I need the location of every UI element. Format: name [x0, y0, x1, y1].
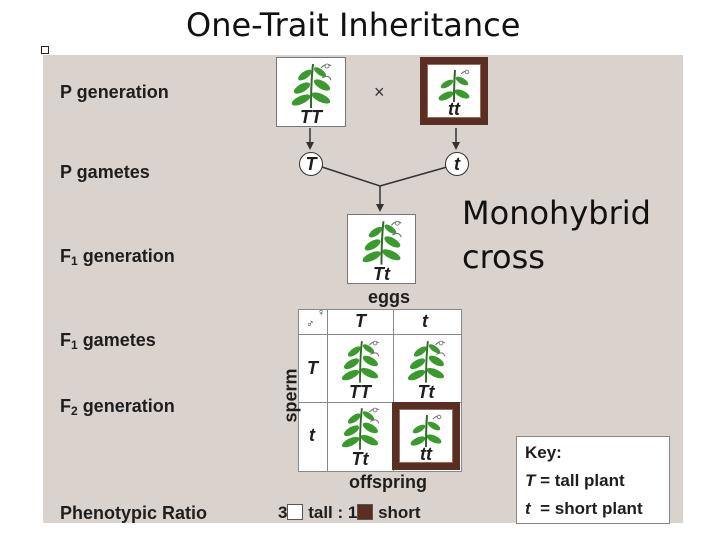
tall-plant-icon [341, 340, 380, 383]
gametes-merge-line [321, 166, 448, 187]
gamete-recessive: t [445, 152, 469, 176]
f1-plant: Tt [347, 214, 416, 284]
sperm-allele-dominant: T [307, 358, 318, 378]
slide-title: One-Trait Inheritance [186, 6, 521, 44]
p-generation-label: P generation [60, 82, 169, 102]
f1-gametes-label: F1 gametes [60, 330, 156, 352]
side-title-line2: cross [462, 238, 545, 276]
punnett-cell-tt: tt [392, 402, 460, 470]
key-line-short: t = short plant [525, 499, 643, 518]
egg-allele-recessive: t [422, 311, 428, 331]
punnett-cell-Tt-bottom: Tt [328, 402, 392, 468]
short-count: 1 [347, 503, 358, 522]
phenotypic-ratio-values: 3 tall : 1 short [278, 503, 421, 522]
tall-plant-icon [341, 407, 380, 450]
phenotypic-ratio-label: Phenotypic Ratio [60, 503, 208, 523]
parent-tall-plant: TT [276, 57, 346, 127]
key-box: Key: T = tall plant t = short plant [516, 436, 670, 524]
tall-count: 3 [278, 503, 288, 522]
cell-genotype: TT [349, 382, 371, 402]
gamete-dominant: T [299, 152, 323, 176]
p-gametes-label: P gametes [60, 162, 150, 182]
bullet-marker [41, 46, 49, 54]
arrowhead-3 [376, 204, 384, 212]
sperm-label: sperm [280, 368, 301, 423]
offspring-label: offspring [349, 472, 427, 492]
tall-plant-icon [407, 340, 446, 383]
punnett-cell-Tt-top: Tt [394, 335, 458, 401]
short-plant-icon [410, 414, 442, 448]
cross-symbol: × [374, 82, 385, 102]
tall-plant-icon [362, 220, 402, 265]
tall-plant-icon [291, 63, 332, 109]
key-line-tall: T = tall plant [525, 471, 625, 490]
f1-generation-label: F1 generation [60, 246, 175, 268]
f1-genotype: Tt [373, 264, 390, 284]
sperm-allele-recessive: t [309, 425, 315, 445]
punnett-cell-TT: TT [328, 335, 392, 401]
tall-word: tall [308, 503, 333, 522]
arrowhead-2 [452, 142, 460, 150]
cell-genotype: Tt [417, 382, 435, 402]
short-plant-icon [438, 69, 470, 103]
male-symbol: ♂ [306, 318, 315, 330]
female-symbol: ♀ [317, 307, 326, 319]
f2-generation-label: F2 generation [60, 396, 175, 418]
egg-allele-dominant: T [355, 311, 366, 331]
parent2-genotype: tt [448, 99, 460, 119]
parent-short-plant: tt [420, 57, 488, 125]
arrowhead-1 [306, 142, 314, 150]
tall-swatch [287, 504, 304, 520]
short-swatch [357, 504, 374, 520]
cell-genotype: tt [420, 444, 432, 464]
side-title-line1: Monohybrid [462, 194, 651, 232]
cell-genotype: Tt [351, 449, 369, 469]
key-title: Key: [525, 443, 562, 462]
short-word: short [378, 503, 421, 522]
punnett-square [298, 309, 462, 472]
eggs-label: eggs [368, 287, 411, 307]
parent1-genotype: TT [300, 107, 322, 127]
